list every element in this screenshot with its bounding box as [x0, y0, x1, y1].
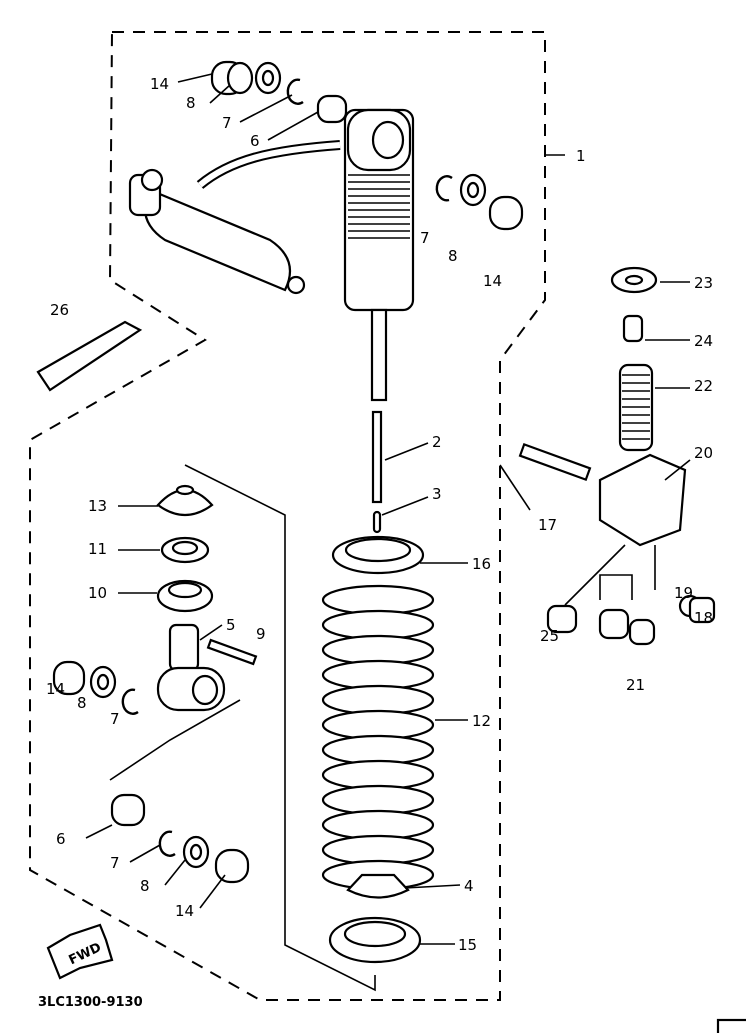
callout-20: 20	[694, 444, 713, 462]
leader-line	[209, 84, 231, 104]
callout-23: 23	[694, 274, 713, 292]
callout-9: 9	[256, 625, 266, 643]
callout-14: 14	[150, 75, 169, 93]
spring-coil	[321, 634, 435, 666]
callout-1: 1	[576, 147, 586, 165]
bump-stopper-4	[346, 873, 410, 899]
leader-line	[129, 844, 161, 863]
assembly-1-boundary	[29, 31, 546, 1001]
reservoir	[128, 168, 306, 295]
callout-8: 8	[77, 694, 87, 712]
bushing-parts-top	[210, 60, 348, 124]
strap-26	[36, 320, 143, 392]
callout-24: 24	[694, 332, 713, 350]
callout-16: 16	[472, 555, 491, 573]
callout-14: 14	[46, 680, 65, 698]
callout-14: 14	[175, 902, 194, 920]
callout-25: 25	[540, 627, 559, 645]
callout-6: 6	[250, 132, 260, 150]
callout-22: 22	[694, 377, 713, 395]
callout-15: 15	[458, 936, 477, 954]
pin-3	[372, 510, 382, 534]
callout-6: 6	[56, 830, 66, 848]
callout-7: 7	[110, 854, 120, 872]
callout-3: 3	[432, 485, 442, 503]
callout-7: 7	[110, 710, 120, 728]
leader-line	[267, 111, 319, 141]
leader-line	[177, 73, 213, 83]
rod-2	[371, 410, 383, 504]
fwd-arrow: FWD	[46, 923, 114, 980]
leader-line	[164, 859, 186, 886]
leader-line	[664, 459, 691, 481]
callout-7: 7	[222, 114, 232, 132]
callout-2: 2	[432, 433, 442, 451]
spring-coil	[321, 759, 435, 791]
spring-coil	[321, 709, 435, 741]
callout-12: 12	[472, 712, 491, 730]
leader-line	[199, 874, 226, 909]
callout-18: 18	[694, 609, 713, 627]
spring-coil	[321, 784, 435, 816]
callout-8: 8	[448, 247, 458, 265]
callout-5: 5	[226, 616, 236, 634]
lower-mount-parts	[518, 266, 716, 646]
shock-absorber-body	[343, 108, 415, 402]
left-group-parts	[52, 484, 258, 884]
spring-coil	[321, 659, 435, 691]
spring-12	[321, 584, 435, 891]
leader-line	[85, 824, 113, 839]
callout-11: 11	[88, 540, 107, 558]
callout-4: 4	[464, 877, 474, 895]
leader-line	[384, 442, 429, 461]
callout-8: 8	[186, 94, 196, 112]
spring-coil	[321, 609, 435, 641]
bushing-parts-right	[435, 173, 524, 231]
leader-line	[239, 94, 293, 123]
corner-mark	[716, 1018, 746, 1033]
spring-coil	[321, 834, 435, 866]
callout-7: 7	[420, 229, 430, 247]
callout-13: 13	[88, 497, 107, 515]
drawing-code: 3LC1300-9130	[38, 995, 143, 1010]
callout-8: 8	[140, 877, 150, 895]
leader-line	[381, 496, 429, 516]
spring-coil	[321, 734, 435, 766]
spring-coil	[321, 684, 435, 716]
callout-10: 10	[88, 584, 107, 602]
leader-line	[404, 884, 461, 889]
callout-19: 19	[674, 584, 693, 602]
spring-coil	[321, 809, 435, 841]
callout-21: 21	[626, 676, 645, 694]
leader-line	[199, 624, 223, 641]
callout-26: 26	[50, 301, 69, 319]
spring-coil	[321, 584, 435, 616]
callout-14: 14	[483, 272, 502, 290]
leader-line	[499, 464, 531, 511]
callout-17: 17	[538, 516, 557, 534]
